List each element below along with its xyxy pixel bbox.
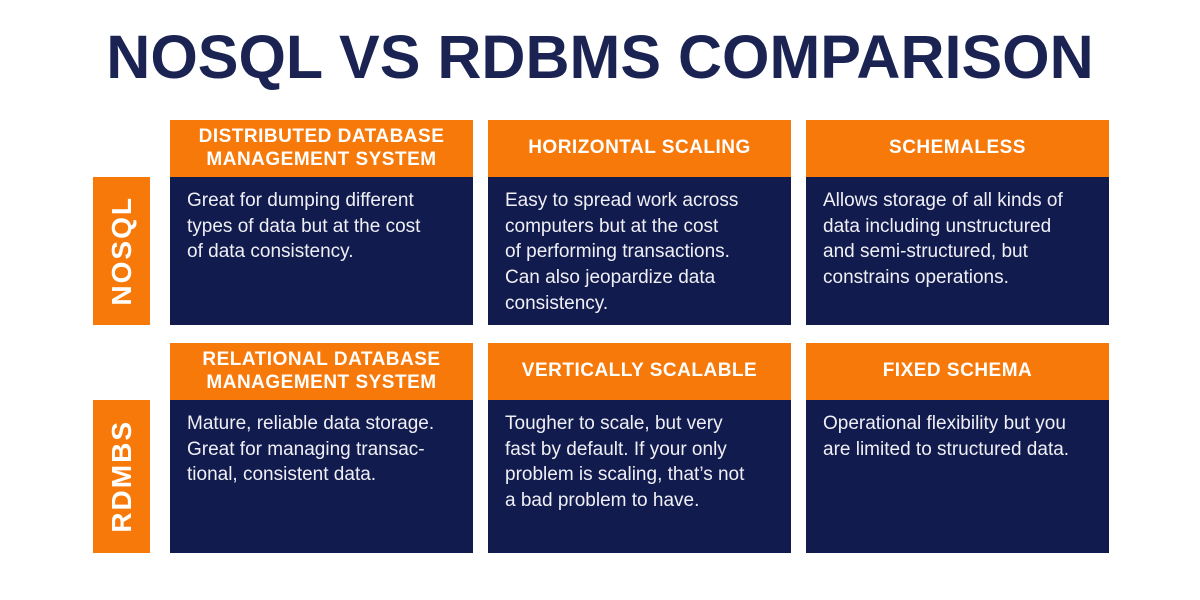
card-vertically-scalable: VERTICALLY SCALABLE Tougher to scale, bu…	[488, 343, 791, 553]
card-header-distributed-dbms: DISTRIBUTED DATABASE MANAGEMENT SYSTEM	[170, 120, 473, 177]
nosql-row-label-bar: NOSQL	[93, 177, 150, 325]
card-distributed-dbms: DISTRIBUTED DATABASE MANAGEMENT SYSTEM G…	[170, 120, 473, 325]
card-body-schemaless: Allows storage of all kinds of data incl…	[806, 177, 1109, 325]
card-body-relational-dbms: Mature, reliable data storage. Great for…	[170, 400, 473, 553]
card-horizontal-scaling: HORIZONTAL SCALING Easy to spread work a…	[488, 120, 791, 325]
row-rdmbs: RDMBS RELATIONAL DATABASE MANAGEMENT SYS…	[93, 343, 1113, 553]
card-fixed-schema: FIXED SCHEMA Operational flexibility but…	[806, 343, 1109, 553]
row-nosql: NOSQL DISTRIBUTED DATABASE MANAGEMENT SY…	[93, 120, 1113, 325]
card-body-distributed-dbms: Great for dumping different types of dat…	[170, 177, 473, 325]
card-header-fixed-schema: FIXED SCHEMA	[806, 343, 1109, 400]
card-body-vertically-scalable: Tougher to scale, but very fast by defau…	[488, 400, 791, 553]
card-body-horizontal-scaling: Easy to spread work across computers but…	[488, 177, 791, 325]
card-body-fixed-schema: Operational flexibility but you are limi…	[806, 400, 1109, 553]
card-schemaless: SCHEMALESS Allows storage of all kinds o…	[806, 120, 1109, 325]
card-header-vertically-scalable: VERTICALLY SCALABLE	[488, 343, 791, 400]
card-header-schemaless: SCHEMALESS	[806, 120, 1109, 177]
row-label-nosql: NOSQL	[105, 196, 137, 306]
card-header-horizontal-scaling: HORIZONTAL SCALING	[488, 120, 791, 177]
page-title: NOSQL VS RDBMS COMPARISON	[106, 23, 1094, 91]
card-header-relational-dbms: RELATIONAL DATABASE MANAGEMENT SYSTEM	[170, 343, 473, 400]
rdmbs-row-label-bar: RDMBS	[93, 400, 150, 553]
row-label-rdmbs: RDMBS	[105, 420, 137, 533]
card-relational-dbms: RELATIONAL DATABASE MANAGEMENT SYSTEM Ma…	[170, 343, 473, 553]
